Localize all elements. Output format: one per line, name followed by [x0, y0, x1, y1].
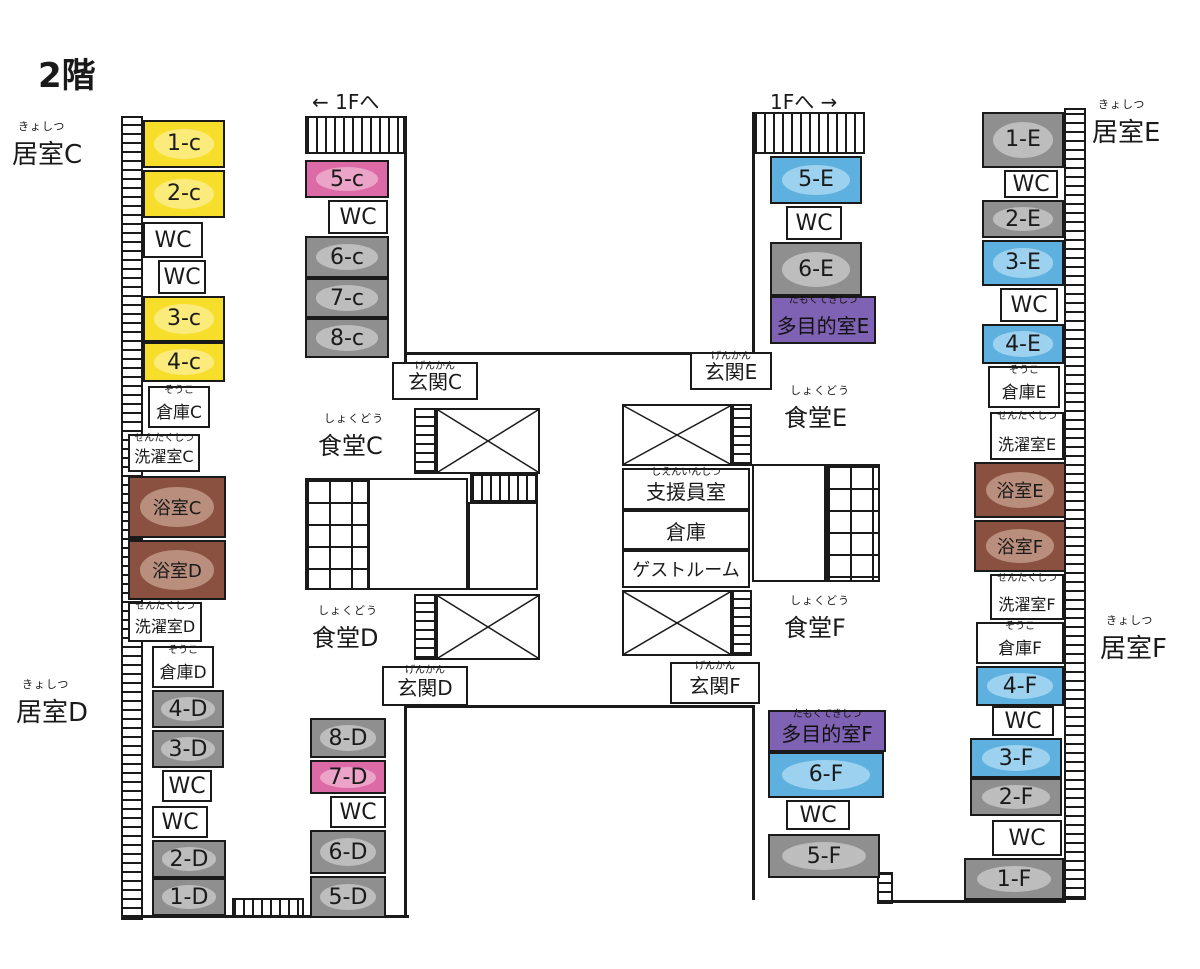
- bridge-bottom-wall: [404, 705, 754, 708]
- stairs-center-f: [732, 590, 752, 656]
- entrance-d[interactable]: げんかん玄関D: [382, 666, 468, 706]
- room-e3[interactable]: 3-E: [982, 240, 1064, 286]
- stairs-c: [305, 116, 405, 154]
- stairs-arrow-c: ← 1Fへ: [312, 90, 380, 114]
- wc-c2[interactable]: WC: [158, 260, 206, 294]
- stairs-d: [232, 898, 304, 918]
- room-d4[interactable]: 4-D: [152, 690, 224, 728]
- wc-e3[interactable]: WC: [1000, 288, 1058, 322]
- dining-d: しょくどう食堂D: [312, 604, 379, 652]
- dining-e: しょくどう食堂E: [784, 384, 850, 432]
- room-c6[interactable]: 6-c: [305, 236, 389, 278]
- hall-c-right: [468, 502, 538, 590]
- wall-d-inner: [404, 700, 407, 918]
- stairs-center-c: [470, 474, 538, 502]
- wall-e-inner: [752, 112, 755, 352]
- staff-room[interactable]: しえんいんしつ支援員室: [622, 468, 750, 510]
- stairs-center-c-top: [414, 408, 436, 474]
- room-d2[interactable]: 2-D: [152, 840, 226, 878]
- wing-label-e: きょしつ居室E: [1092, 98, 1161, 148]
- room-c7[interactable]: 7-c: [305, 278, 389, 318]
- room-d7[interactable]: 7-D: [310, 760, 386, 794]
- bath-c[interactable]: 浴室C: [128, 476, 226, 538]
- stairs-f: [877, 872, 893, 904]
- room-e4[interactable]: 4-E: [982, 324, 1064, 364]
- wc-e2[interactable]: WC: [1004, 170, 1058, 198]
- wc-c1[interactable]: WC: [143, 222, 203, 258]
- storage-c[interactable]: そうこ倉庫C: [148, 386, 210, 428]
- stairs-center-d: [414, 594, 436, 660]
- bath-f[interactable]: 浴室F: [974, 520, 1066, 572]
- entrance-f[interactable]: げんかん玄関F: [670, 662, 760, 704]
- room-e2[interactable]: 2-E: [982, 200, 1064, 238]
- wall-f-inner: [752, 705, 755, 900]
- room-c2[interactable]: 2-c: [143, 170, 225, 218]
- stairs-center-e: [732, 404, 752, 466]
- entrance-c[interactable]: げんかん玄関C: [392, 362, 478, 400]
- room-d6[interactable]: 6-D: [310, 830, 386, 874]
- void-d: [436, 594, 540, 660]
- void-e-top: [622, 404, 732, 466]
- room-d8[interactable]: 8-D: [310, 718, 386, 758]
- wc-f3[interactable]: WC: [786, 800, 850, 830]
- dining-c: しょくどう食堂C: [318, 412, 384, 460]
- stairs-e: [753, 112, 865, 154]
- room-c8[interactable]: 8-c: [305, 318, 389, 358]
- void-c-top: [436, 408, 540, 474]
- hall-c: [368, 478, 468, 590]
- room-c3[interactable]: 3-c: [143, 296, 225, 342]
- room-c5[interactable]: 5-c: [305, 160, 389, 198]
- room-d1[interactable]: 1-D: [152, 878, 226, 916]
- storage-e[interactable]: そうこ倉庫E: [988, 366, 1060, 408]
- room-f2[interactable]: 2-F: [970, 778, 1062, 816]
- guest-room[interactable]: ゲストルーム: [622, 550, 750, 588]
- room-d3[interactable]: 3-D: [152, 730, 224, 768]
- laundry-c[interactable]: せんたくしつ洗濯室C: [128, 434, 200, 472]
- room-f3[interactable]: 3-F: [970, 738, 1062, 778]
- room-e6[interactable]: 6-E: [770, 242, 862, 296]
- wing-label-c: きょしつ居室C: [12, 120, 83, 170]
- wc-d3[interactable]: WC: [330, 796, 386, 828]
- wing-label-f: きょしつ居室F: [1100, 614, 1167, 664]
- wc-e1[interactable]: WC: [786, 206, 842, 240]
- bath-d[interactable]: 浴室D: [128, 540, 226, 600]
- wall-e-outer: [1064, 108, 1086, 900]
- bath-e[interactable]: 浴室E: [974, 462, 1066, 518]
- wc-c3[interactable]: WC: [328, 200, 388, 234]
- wing-label-d: きょしつ居室D: [16, 678, 89, 728]
- room-f4[interactable]: 4-F: [976, 666, 1064, 706]
- wc-f1[interactable]: WC: [992, 706, 1054, 736]
- wc-d2[interactable]: WC: [152, 806, 208, 838]
- multipurpose-f[interactable]: たもくてきしつ多目的室F: [768, 710, 886, 752]
- dining-f: しょくどう食堂F: [784, 594, 850, 642]
- hall-e: [752, 464, 826, 582]
- floor-title: 2階: [38, 56, 96, 96]
- room-e5[interactable]: 5-E: [770, 156, 862, 204]
- storage-f[interactable]: そうこ倉庫F: [976, 622, 1064, 664]
- wc-f2[interactable]: WC: [992, 820, 1062, 856]
- room-e1[interactable]: 1-E: [982, 112, 1064, 168]
- room-c1[interactable]: 1-c: [143, 120, 225, 168]
- storage-center[interactable]: 倉庫: [622, 510, 750, 550]
- multipurpose-e[interactable]: たもくてきしつ多目的室E: [770, 296, 876, 344]
- room-f1[interactable]: 1-F: [964, 858, 1064, 900]
- storage-d[interactable]: そうこ倉庫D: [152, 646, 214, 688]
- entrance-e[interactable]: げんかん玄関E: [690, 352, 772, 390]
- laundry-e[interactable]: せんたくしつ洗濯室E: [990, 412, 1064, 460]
- room-f5[interactable]: 5-F: [768, 834, 880, 878]
- room-f6[interactable]: 6-F: [768, 752, 884, 798]
- terrace-c: [305, 478, 369, 590]
- bridge-top-wall: [404, 352, 754, 355]
- wc-d1[interactable]: WC: [162, 770, 212, 802]
- room-d5[interactable]: 5-D: [310, 876, 386, 918]
- wall-c-inner: [404, 116, 407, 366]
- room-c4[interactable]: 4-c: [143, 342, 225, 382]
- laundry-d[interactable]: せんたくしつ洗濯室D: [128, 602, 202, 642]
- wall-f-bottom: [880, 900, 1066, 903]
- terrace-e: [826, 464, 880, 582]
- void-f: [622, 590, 732, 656]
- laundry-f[interactable]: せんたくしつ洗濯室F: [990, 574, 1064, 620]
- stairs-arrow-e: 1Fへ →: [770, 90, 838, 114]
